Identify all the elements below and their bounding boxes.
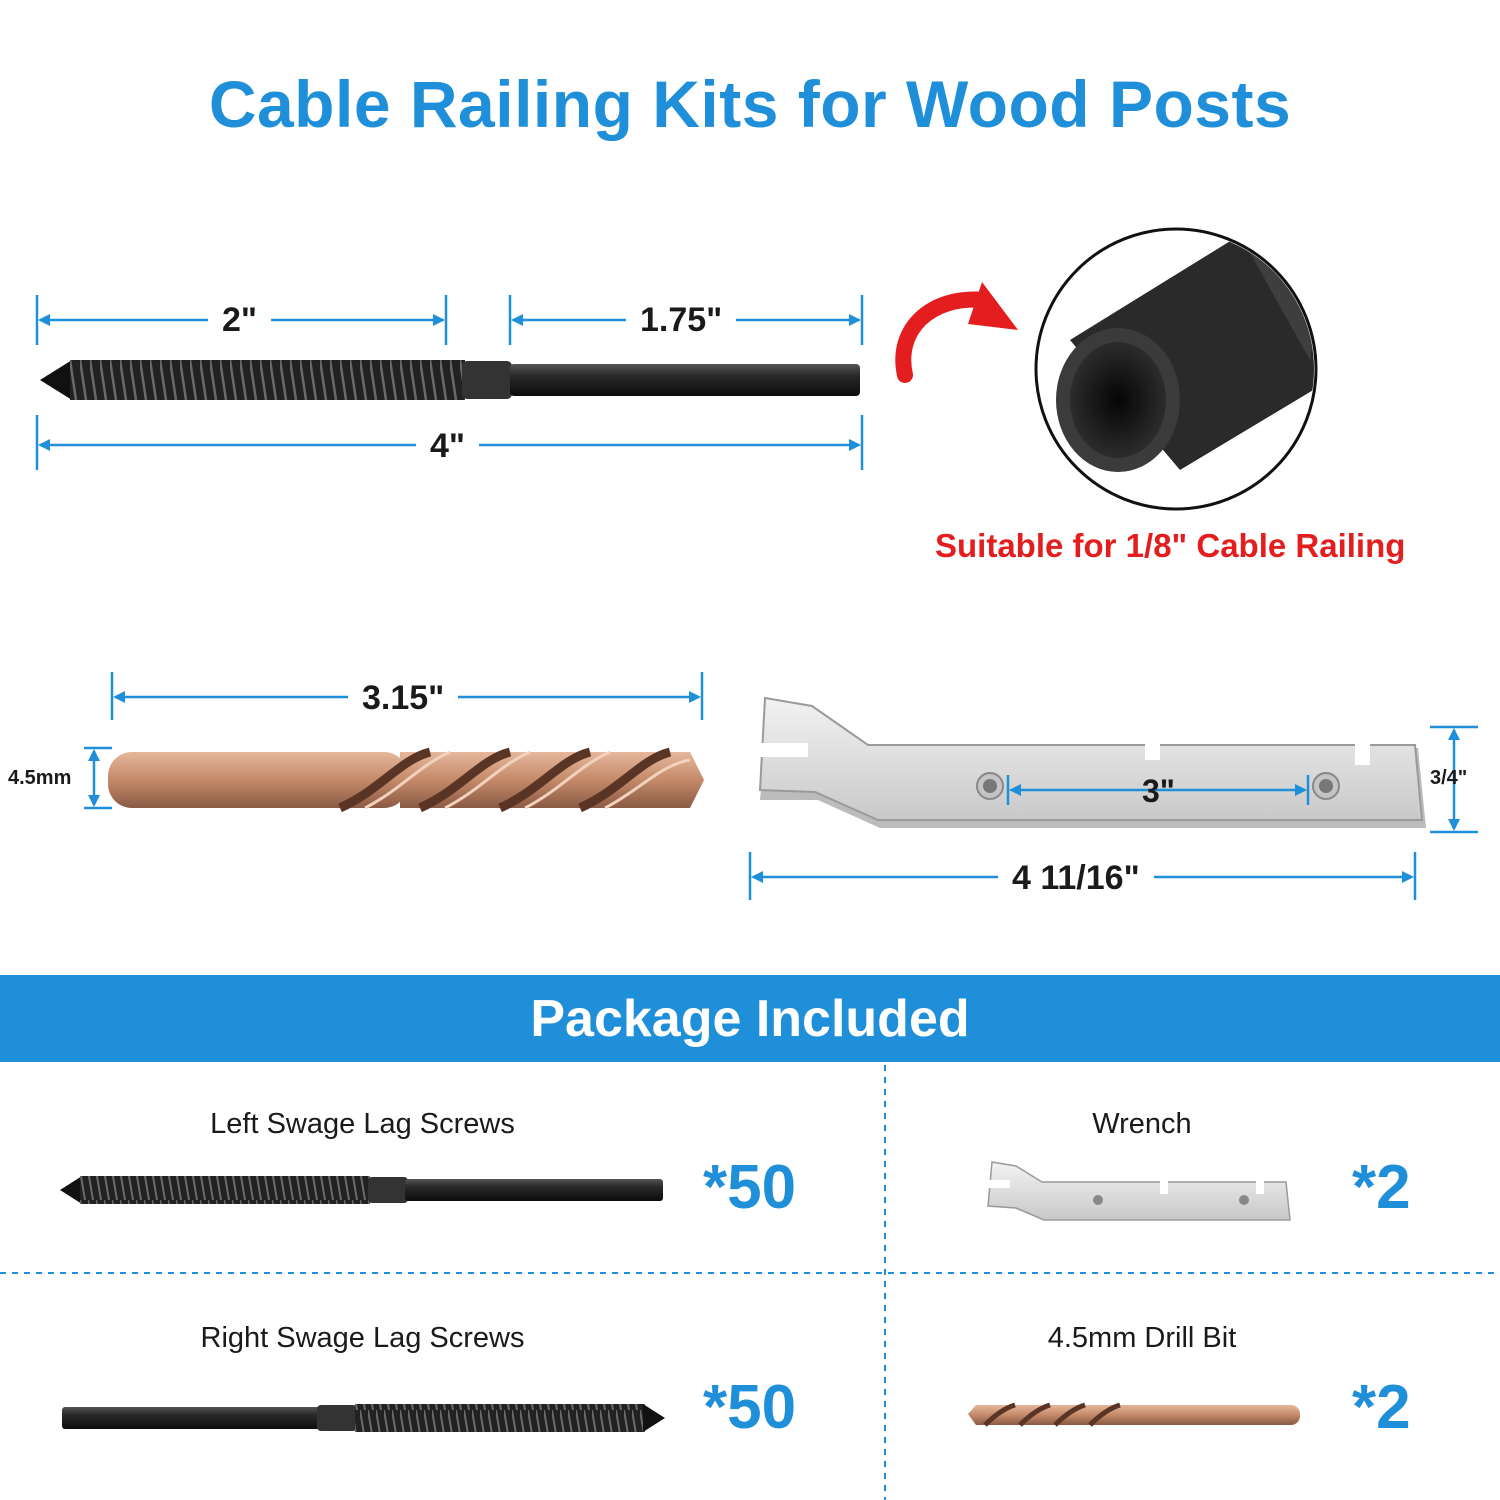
lag-screw-image: [40, 360, 860, 400]
cable-compatibility-note: Suitable for 1/8" Cable Railing: [935, 527, 1406, 564]
screw-thread-length-label: 2": [208, 300, 272, 340]
drill-bit-image: [108, 747, 704, 813]
item-qty-left-screws: *50: [703, 1153, 797, 1222]
small-wrench-image: [987, 1161, 1291, 1221]
screw-swage-length-label: 1.75": [626, 300, 737, 340]
wrench-image: [758, 696, 1426, 828]
drill-length-label: 3.15": [348, 678, 459, 718]
item-qty-right-screws: *50: [703, 1373, 797, 1442]
item-qty-wrench: *2: [1352, 1153, 1411, 1222]
wrench-hole-spacing-label: 3": [1142, 773, 1175, 809]
left-swage-screw-image: [60, 1176, 663, 1204]
tube-closeup-image: [1034, 227, 1318, 511]
drill-diameter-label: 4.5mm: [8, 767, 72, 789]
item-label-left-screws: Left Swage Lag Screws: [210, 1108, 515, 1140]
package-heading: Package Included: [530, 989, 970, 1048]
wrench-width-label: 3/4": [1430, 767, 1468, 789]
package-banner: Package Included: [0, 975, 1500, 1062]
item-label-drill-bit: 4.5mm Drill Bit: [1047, 1322, 1237, 1354]
right-swage-screw-image: [62, 1404, 665, 1432]
item-qty-drill-bit: *2: [1352, 1373, 1411, 1442]
package-grid-dividers: [0, 1065, 1500, 1500]
small-drill-bit-image: [968, 1402, 1300, 1427]
page-title: Cable Railing Kits for Wood Posts: [208, 67, 1292, 141]
item-label-right-screws: Right Swage Lag Screws: [200, 1322, 525, 1354]
screw-total-length-label: 4": [416, 426, 480, 466]
item-label-wrench: Wrench: [1092, 1108, 1192, 1140]
wrench-length-label: 4 11/16": [998, 858, 1154, 898]
curved-arrow-icon: [895, 282, 1018, 383]
